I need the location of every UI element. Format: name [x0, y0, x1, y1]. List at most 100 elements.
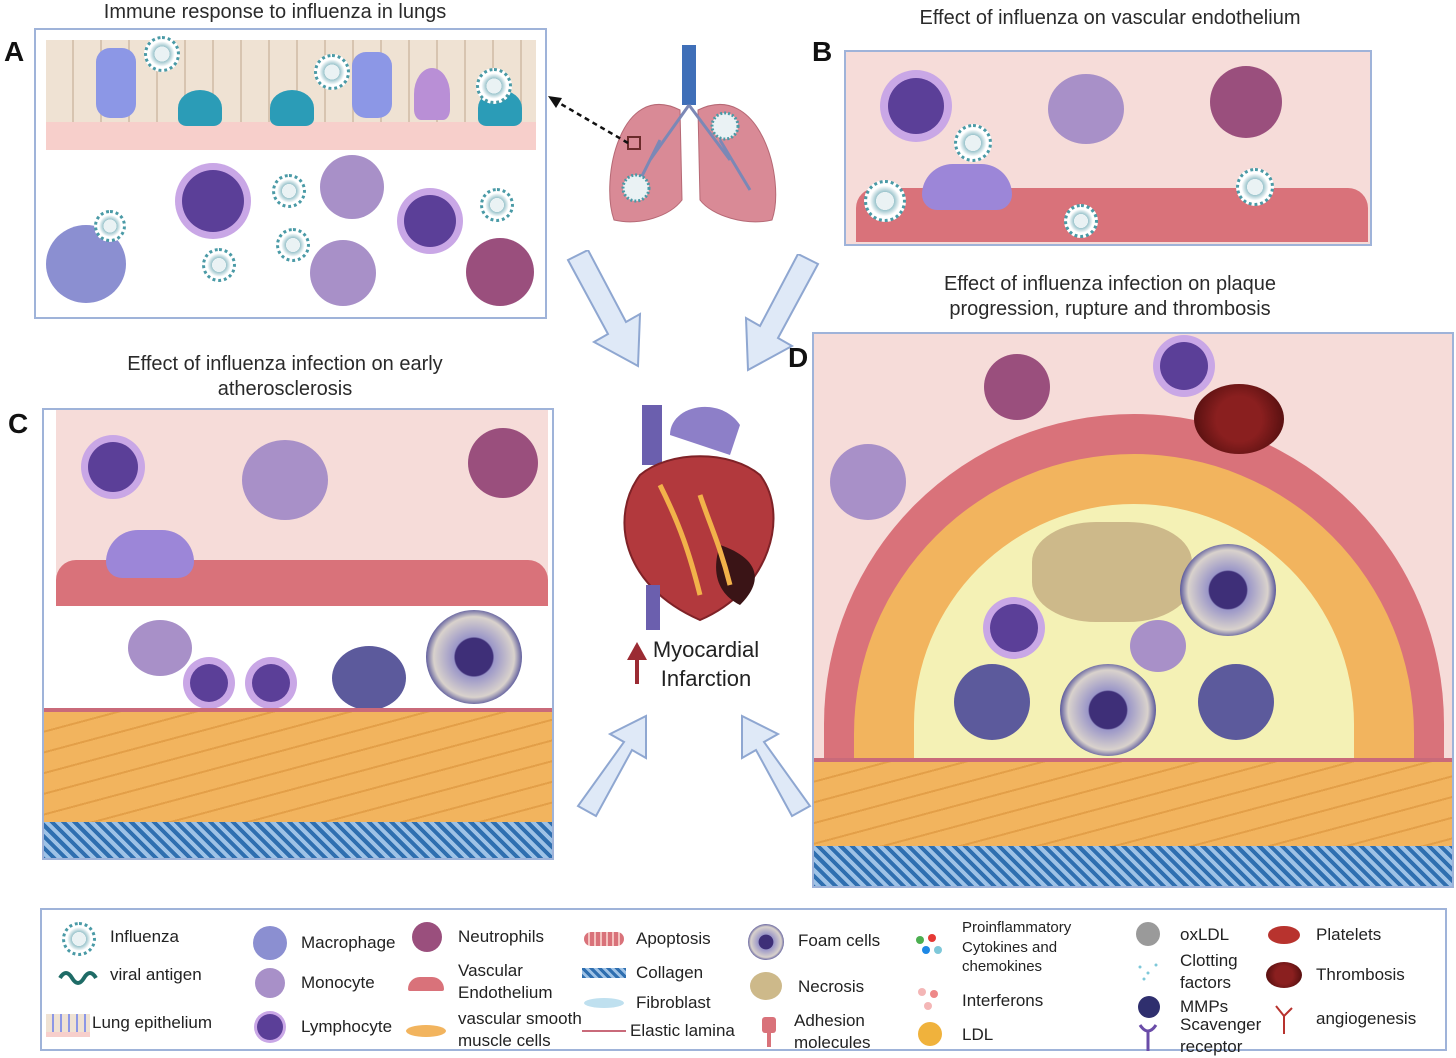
- angiogenesis-icon: [1262, 1002, 1306, 1036]
- smooth-muscle-layer: [814, 762, 1452, 846]
- interferons-icon: [908, 984, 952, 1018]
- neutrophil: [468, 428, 538, 498]
- lung-epithelium-icon: [46, 1006, 90, 1040]
- legend-item: Thrombosis: [1262, 958, 1405, 992]
- neutrophil: [466, 238, 534, 306]
- arrow-d-to-mi: [741, 714, 812, 818]
- bronchi: [633, 104, 752, 191]
- legend-item: Macrophage: [247, 926, 396, 960]
- coronary-arteries: [657, 483, 733, 596]
- legend-item: Interferons: [908, 984, 1043, 1018]
- legend-item: Proinflammatory Cytokines and chemokines: [908, 918, 1092, 977]
- necrosis-icon: [744, 970, 788, 1004]
- lymphocyte: [888, 78, 944, 134]
- lymphocyte: [1160, 342, 1208, 390]
- foam-cell: [1060, 664, 1156, 756]
- neutrophil-icon: [404, 920, 448, 954]
- influenza-virus-icon: [621, 173, 651, 203]
- panel-d-letter: D: [788, 342, 809, 373]
- legend-item: Platelets: [1262, 918, 1381, 952]
- influenza-virus-icon: [94, 210, 126, 242]
- infarct-zone: [716, 545, 755, 605]
- influenza-virus-icon: [56, 920, 100, 956]
- legend-item: Neutrophils: [404, 920, 544, 954]
- legend-item: Scavenger receptor: [1126, 1014, 1270, 1058]
- influenza-virus-icon: [1064, 204, 1098, 238]
- neutrophil: [984, 354, 1050, 420]
- necrosis-area: [1032, 522, 1192, 622]
- lymphocyte: [88, 442, 138, 492]
- legend-item: Clotting factors: [1126, 950, 1250, 994]
- smooth-muscle-layer: [44, 712, 552, 822]
- monocyte-icon: [247, 966, 291, 1000]
- panel-d-title: Effect of influenza infection on plaque …: [943, 273, 1277, 320]
- influenza-virus-icon: [480, 188, 514, 222]
- oxldl-icon: [1126, 918, 1170, 952]
- legend-item: viral antigen: [56, 958, 202, 992]
- collagen-layer: [814, 846, 1452, 886]
- thrombosis-icon: [1262, 958, 1306, 992]
- foam-cell: [426, 610, 522, 704]
- clotting-factors-icon: [1126, 955, 1170, 989]
- collagen-layer: [44, 822, 552, 858]
- influenza-virus-icon: [276, 228, 310, 262]
- legend-item: Apoptosis: [582, 922, 711, 956]
- viral-antigen-icon: [56, 958, 100, 992]
- arrow-a-to-mi: [566, 250, 642, 368]
- apoptosis-icon: [582, 922, 626, 956]
- arrow-c-to-mi: [576, 714, 647, 818]
- lymphocyte: [182, 170, 244, 232]
- macrophage-icon: [247, 926, 291, 960]
- panel-c-title: Effect of influenza infection on early a…: [127, 353, 443, 400]
- panel-a-title: Immune response to influenza in lungs: [103, 1, 447, 23]
- panel-d-artery: [812, 332, 1454, 888]
- monocyte: [242, 440, 328, 520]
- panel-b-title: Effect of influenza on vascular endothel…: [919, 7, 1301, 29]
- elastic-lamina: [814, 758, 1452, 762]
- scavenger-receptor-icon: [1126, 1019, 1170, 1053]
- legend-item: Foam cells: [744, 924, 880, 960]
- panel-c-artery: [42, 408, 554, 860]
- adhesion-molecule-icon: [754, 1015, 784, 1049]
- influenza-virus-icon: [144, 36, 180, 72]
- legend-item: Monocyte: [247, 966, 375, 1000]
- foam-cell: [1180, 544, 1276, 636]
- aorta: [670, 406, 740, 455]
- smooth-muscle-cell-icon: [404, 1013, 448, 1047]
- foam-cell-icon: [744, 924, 788, 960]
- adherent-monocyte: [106, 530, 194, 578]
- legend-item: Necrosis: [744, 970, 864, 1004]
- legend-item: Adhesion molecules: [754, 1010, 884, 1054]
- lymphocyte: [990, 604, 1038, 652]
- basement-membrane: [46, 122, 536, 150]
- thrombus: [1194, 384, 1284, 454]
- platelet-icon: [1262, 918, 1306, 952]
- vena-cava: [642, 405, 662, 465]
- cytokines-icon: [908, 930, 952, 964]
- zoom-arrowhead: [548, 96, 562, 108]
- inferior-vena-cava: [646, 585, 660, 630]
- fibroblast-icon: [582, 986, 626, 1020]
- zoom-pointer: [553, 98, 629, 145]
- influenza-virus-icon: [202, 248, 236, 282]
- left-lung: [609, 103, 683, 223]
- goblet-cell: [352, 52, 392, 118]
- legend-item: Vascular Endothelium: [404, 960, 568, 1004]
- trachea: [682, 45, 696, 105]
- monocyte: [1048, 74, 1124, 144]
- ldl-icon: [908, 1018, 952, 1052]
- legend-item: LDL: [908, 1018, 993, 1052]
- panel-a-letter: A: [4, 36, 25, 67]
- legend-item: Lung epithelium: [46, 1006, 212, 1040]
- monocyte: [310, 240, 376, 306]
- panel-a-lungs: [34, 28, 547, 319]
- neutrophil: [1210, 66, 1282, 138]
- myocardial-infarction-label: Myocardial Infarction: [652, 637, 760, 691]
- macrophage: [954, 664, 1030, 740]
- influenza-virus-icon: [272, 174, 306, 208]
- collagen-icon: [582, 956, 626, 990]
- elastic-lamina: [44, 708, 552, 712]
- increase-arrow-icon: [627, 642, 647, 684]
- lymphocyte: [190, 664, 228, 702]
- monocyte: [1130, 620, 1186, 672]
